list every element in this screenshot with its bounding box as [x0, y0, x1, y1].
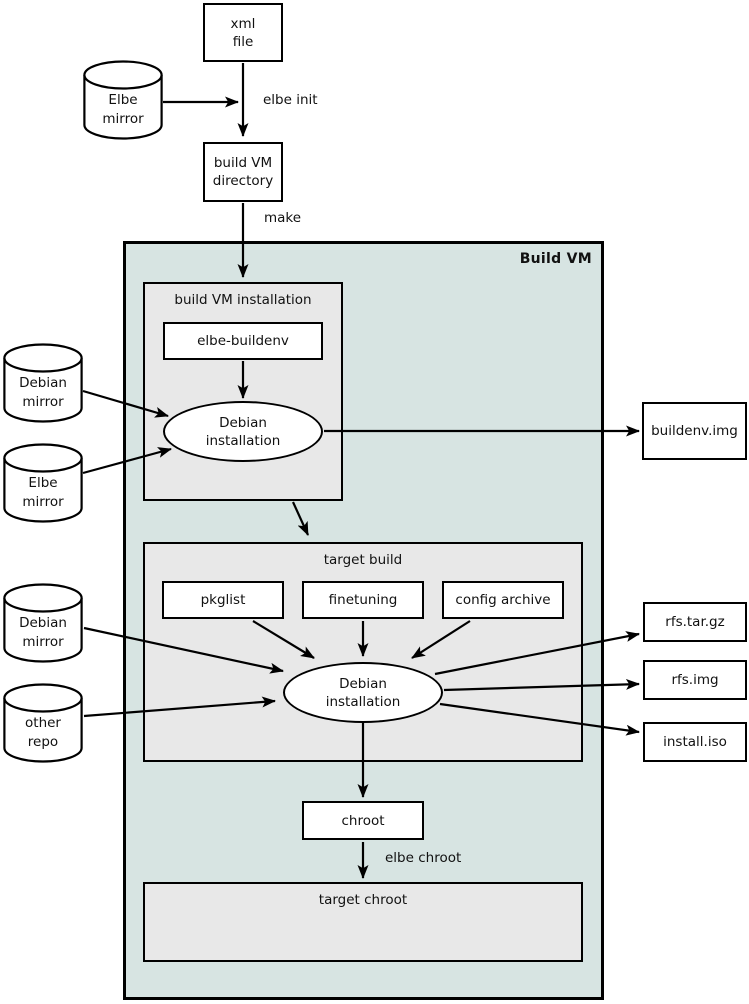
cyl-line2: mirror — [22, 494, 64, 510]
cylinder-elbe-mirror-top-label: Elbe mirror — [83, 84, 163, 136]
cyl-line1: Elbe — [28, 475, 58, 491]
cyl-line2: mirror — [22, 394, 64, 410]
cylinder-debian-mirror-upper-label: Debian mirror — [3, 367, 83, 419]
cylinder-elbe-mirror-mid: Elbe mirror — [3, 443, 83, 523]
node-buildenv-img-label: buildenv.img — [651, 423, 738, 439]
cyl-line1: Elbe — [108, 92, 138, 108]
database-icon — [3, 583, 83, 663]
node-rfs-tar-gz: rfs.tar.gz — [643, 602, 747, 642]
cyl-line1: Debian — [19, 375, 67, 391]
cylinder-elbe-mirror-top: Elbe mirror — [83, 60, 163, 140]
node-install-iso: install.iso — [643, 722, 747, 762]
target-build-panel: target build — [143, 542, 583, 762]
node-config-archive-label: config archive — [455, 592, 551, 608]
edge-label-elbe-init: elbe init — [263, 92, 318, 108]
build-vm-installation-label: build VM installation — [174, 292, 312, 308]
node-debian-installation-2-line2: installation — [325, 693, 401, 710]
node-xml-file-line1: xml — [230, 15, 256, 32]
node-rfs-tar-gz-label: rfs.tar.gz — [665, 614, 725, 630]
edge-label-make: make — [264, 210, 302, 226]
cylinder-debian-mirror-upper: Debian mirror — [3, 343, 83, 423]
cylinder-debian-mirror-lower: Debian mirror — [3, 583, 83, 663]
cylinder-other-repo: other repo — [3, 683, 83, 763]
node-rfs-img-label: rfs.img — [671, 672, 719, 688]
edge-label-elbe-chroot: elbe chroot — [385, 850, 462, 866]
node-pkglist: pkglist — [162, 581, 284, 619]
node-rfs-img: rfs.img — [643, 660, 747, 700]
cyl-line1: Debian — [19, 615, 67, 631]
node-chroot-label: chroot — [341, 812, 385, 829]
node-build-vm-directory-line2: directory — [212, 173, 274, 189]
node-pkglist-label: pkglist — [200, 592, 246, 608]
cylinder-debian-mirror-lower-label: Debian mirror — [3, 607, 83, 659]
cylinder-elbe-mirror-mid-label: Elbe mirror — [3, 467, 83, 519]
build-vm-installation-panel: build VM installation — [143, 282, 343, 501]
target-build-label: target build — [323, 552, 403, 568]
node-elbe-buildenv: elbe-buildenv — [163, 322, 323, 360]
node-finetuning: finetuning — [302, 581, 424, 619]
node-debian-installation-1-line1: Debian — [219, 414, 267, 431]
database-icon — [3, 443, 83, 523]
target-chroot-panel: target chroot — [143, 882, 583, 962]
node-config-archive: config archive — [442, 581, 564, 619]
node-install-iso-label: install.iso — [663, 734, 727, 750]
node-elbe-buildenv-label: elbe-buildenv — [197, 333, 289, 349]
cyl-line2: mirror — [22, 634, 64, 650]
database-icon — [3, 343, 83, 423]
cyl-line2: repo — [27, 734, 59, 750]
node-xml-file: xml file — [203, 3, 283, 62]
cylinder-other-repo-label: other repo — [3, 707, 83, 759]
node-build-vm-directory: build VM directory — [203, 142, 283, 202]
target-chroot-label: target chroot — [318, 892, 408, 908]
node-xml-file-line2: file — [232, 33, 254, 50]
build-vm-title: Build VM — [519, 251, 592, 267]
cyl-line2: mirror — [102, 111, 144, 127]
cyl-line1: other — [25, 715, 61, 731]
database-icon — [3, 683, 83, 763]
node-debian-installation-2: Debian installation — [283, 662, 443, 723]
node-chroot: chroot — [302, 801, 424, 840]
database-icon — [83, 60, 163, 140]
node-debian-installation-1: Debian installation — [163, 401, 323, 462]
node-debian-installation-1-line2: installation — [205, 432, 281, 449]
node-finetuning-label: finetuning — [328, 592, 398, 608]
node-debian-installation-2-line1: Debian — [339, 675, 387, 692]
node-build-vm-directory-line1: build VM — [213, 155, 273, 171]
node-buildenv-img: buildenv.img — [642, 402, 747, 460]
